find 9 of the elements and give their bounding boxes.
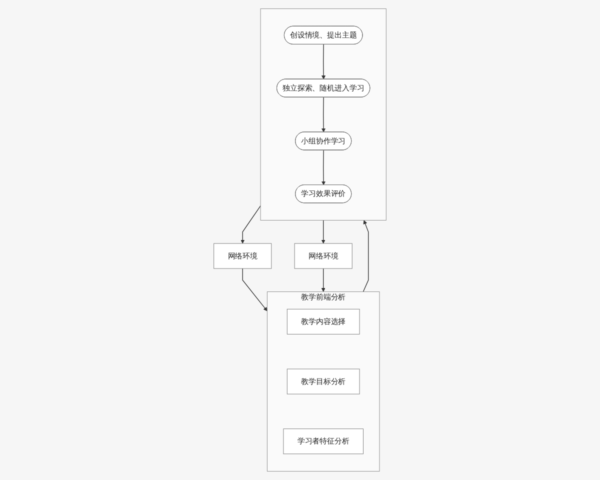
arrow xyxy=(362,220,369,292)
arrow xyxy=(242,268,268,312)
cluster xyxy=(260,8,386,221)
arrow xyxy=(240,205,261,244)
arrow xyxy=(321,150,326,186)
arrow xyxy=(321,44,326,80)
arrow xyxy=(321,268,326,292)
arrow xyxy=(321,220,326,244)
arrow xyxy=(321,96,326,132)
